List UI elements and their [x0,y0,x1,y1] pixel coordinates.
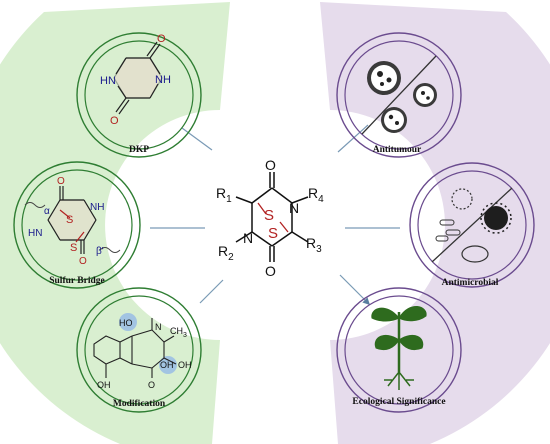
ecological-significance-label: Ecological Significance [352,397,445,407]
panel-ecological-significance: Ecological Significance [336,287,462,413]
sb-beta: β' [96,246,104,257]
center-sulfur-upper: S [264,207,274,224]
dkp-hn: HN [100,75,116,87]
hydroxyl-highlight-bottom [159,356,177,374]
sb-sulfur-upper: S [66,214,73,226]
sb-hn: HN [28,228,42,239]
antimicrobial-label: Antimicrobial [442,278,499,288]
panel-antitumour: Antitumour [336,32,462,158]
disulfide-bridge-structure [24,186,121,254]
connector-modification [199,279,224,304]
center-sulfur-lower: S [268,225,278,242]
center-r1: R1 [216,185,232,205]
mod-ch3: CH3 [170,326,187,339]
mod-oh-outer: OH [178,360,192,370]
mod-oh-inner: OH [160,360,174,370]
mod-n-top: N [155,322,162,332]
panel-modification: HO N CH3 OH OH OH O Modification [76,287,202,413]
panel-dkp: O NH HN O DKP [76,32,202,158]
center-oxygen-top: O [265,157,276,173]
sb-oxygen-top: O [57,176,65,187]
panel-sulfur-bridge: O NH HN O S S α β' Sulfur Bridge [13,161,141,289]
tumor-cells-icon [367,61,437,133]
dkp-oxygen-top: O [157,33,166,45]
center-nitrogen-right: N [289,200,299,216]
plant-icon [371,306,427,390]
center-r4: R4 [308,185,324,205]
connector-lines [150,124,400,306]
left-sector [0,2,230,444]
modified-etp-structure [93,318,177,378]
hydroxyl-highlight-top [119,313,137,331]
sb-oxygen-bottom: O [79,256,87,267]
microbes-icon [435,188,512,263]
center-etp-structure: O O N N S S R1 R4 R2 R3 [216,157,324,279]
connector-ecological [339,274,371,306]
antitumour-label: Antitumour [373,145,422,155]
connector-dkp [181,127,213,151]
dkp-nh: NH [155,74,171,86]
mod-ho: HO [119,318,133,328]
connector-antitumour [337,124,369,153]
center-r2: R2 [218,243,234,263]
mod-oxygen: O [148,380,155,390]
right-sector [320,2,550,444]
panel-antimicrobial: Antimicrobial [409,162,535,288]
center-r3: R3 [306,235,322,255]
mod-oh-ring: OH [97,380,111,390]
diketopiperazine-structure [113,41,163,115]
sb-nh: NH [90,202,104,213]
sb-alpha: α [44,206,50,217]
center-oxygen-bottom: O [265,263,276,279]
modification-label: Modification [113,399,166,409]
sulfur-bridge-label: Sulfur Bridge [49,276,105,286]
center-nitrogen-left: N [243,230,253,246]
dkp-label: DKP [129,145,149,155]
dkp-oxygen-bottom: O [110,115,119,127]
sb-sulfur-lower: S [70,242,77,254]
